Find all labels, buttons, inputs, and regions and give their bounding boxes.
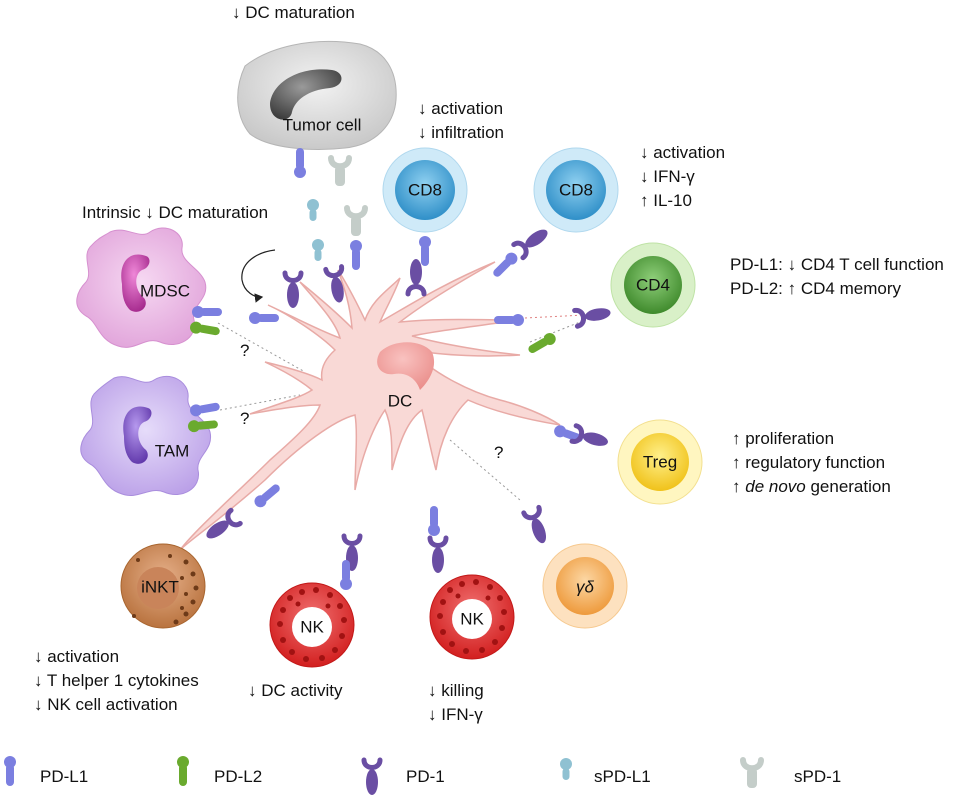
nk-cell-1: NK — [269, 582, 355, 668]
dc-pd-l1-cd4 — [494, 314, 524, 326]
dotted-links — [217, 314, 586, 501]
unknown-gd: ? — [494, 443, 503, 462]
legend-item-pd-l1: PD-L1 — [4, 756, 88, 786]
autocrine-arrow — [241, 249, 276, 303]
cd4-label: CD4 — [636, 275, 670, 294]
cd8-cell-1: CD8 — [382, 147, 468, 233]
mdsc-pd-l2 — [189, 320, 221, 338]
legend-label-pd-l2: PD-L2 — [214, 767, 262, 786]
treg-note-1: ↑ proliferation — [732, 429, 834, 448]
inkt-granules — [132, 554, 199, 625]
cd8-label-2: CD8 — [559, 180, 593, 199]
legend-item-pd-1: PD-1 — [364, 760, 445, 795]
tumor-cell: Tumor cell — [237, 41, 397, 150]
tam-label: TAM — [155, 441, 190, 460]
cd8-cell-2: CD8 — [533, 147, 619, 233]
inkt-label: iNKT — [141, 577, 179, 596]
cd8-2-pd-1 — [514, 225, 552, 258]
cd4-note-1: PD-L1: ↓ CD4 T cell function — [730, 255, 944, 274]
cd8-1-pd-l1 — [419, 236, 431, 266]
soluble-pd-l1 — [307, 199, 319, 221]
cd8-1-note-1: ↓ activation — [418, 99, 503, 118]
cd8-2-note-1: ↓ activation — [640, 143, 725, 162]
nk-2-note-1: ↓ killing — [428, 681, 484, 700]
dc-pd-l1-top — [350, 240, 362, 270]
dc-nucleus — [377, 342, 435, 390]
cd8-1-note-2: ↓ infiltration — [418, 123, 504, 142]
cd8-2-note-2: ↓ IFN-γ — [640, 167, 695, 186]
tumor-label: Tumor cell — [283, 115, 362, 134]
spd-l1-icon — [560, 758, 572, 780]
pd-l1-icon — [4, 756, 16, 786]
dc-pd-l2-cd4 — [525, 330, 558, 357]
dc-pd-1-3 — [408, 259, 424, 294]
unknown-mdsc: ? — [240, 341, 249, 360]
dc-label: DC — [388, 391, 413, 410]
legend: PD-L1 PD-L2 PD-1 sPD-L1 sPD-1 — [4, 756, 841, 795]
nk-2-pd-1 — [430, 538, 446, 573]
nk-granules-2 — [437, 579, 507, 654]
tumor-pd-l1 — [294, 148, 306, 178]
tam-cell: TAM — [80, 375, 212, 496]
tam-pd-l1 — [189, 400, 221, 418]
inkt-note-1: ↓ activation — [34, 647, 119, 666]
inkt-note-3: ↓ NK cell activation — [34, 695, 178, 714]
pd-l2-icon — [177, 756, 189, 786]
soluble-pd-l1-2 — [312, 239, 324, 261]
mdsc-cell: MDSC — [76, 227, 207, 348]
dc-pd-l1-cd8-2 — [490, 250, 520, 280]
gamma-delta-cell: γδ — [542, 543, 628, 629]
inkt-cell: iNKT — [120, 543, 206, 629]
spd-1-icon — [743, 760, 761, 788]
mdsc-note: Intrinsic ↓ DC maturation — [82, 203, 268, 222]
treg-note-2: ↑ regulatory function — [732, 453, 885, 472]
mdsc-label: MDSC — [140, 281, 190, 300]
inkt-note-2: ↓ T helper 1 cytokines — [34, 671, 199, 690]
dc-pd-l1-nk-2 — [428, 506, 440, 536]
treg-pd-1 — [572, 426, 610, 451]
legend-item-spd-1: sPD-1 — [743, 760, 841, 788]
nk-granules-1 — [277, 587, 347, 662]
treg-label: Treg — [643, 452, 677, 471]
legend-item-spd-l1: sPD-L1 — [560, 758, 651, 786]
dc-pd-l1-left — [249, 312, 279, 324]
legend-item-pd-l2: PD-L2 — [177, 756, 262, 786]
legend-label-pd-l1: PD-L1 — [40, 767, 88, 786]
treg-cell: Treg — [617, 419, 703, 505]
soluble-pd-1-top — [331, 158, 349, 186]
mdsc-pd-l1 — [192, 306, 222, 318]
pd-1-icon — [364, 760, 380, 795]
nk-label-2: NK — [460, 609, 484, 628]
cd8-label-1: CD8 — [408, 180, 442, 199]
treg-note-3: ↑ de novo generation — [732, 477, 891, 496]
dc-cell-body — [179, 261, 561, 551]
nk-2-note-2: ↓ IFN-γ — [428, 705, 483, 724]
legend-label-pd-1: PD-1 — [406, 767, 445, 786]
cd8-2-note-3: ↑ IL-10 — [640, 191, 692, 210]
cd4-note-2: PD-L2: ↑ CD4 memory — [730, 279, 901, 298]
nk-1-note: ↓ DC activity — [248, 681, 343, 700]
cd4-cell: CD4 — [610, 242, 696, 328]
tumor-note: ↓ DC maturation — [232, 3, 355, 22]
legend-label-spd-l1: sPD-L1 — [594, 767, 651, 786]
soluble-pd-1 — [347, 208, 365, 236]
nk-cell-2: NK — [429, 574, 515, 660]
legend-label-spd-1: sPD-1 — [794, 767, 841, 786]
dc-pd-1-1 — [285, 273, 301, 308]
unknown-tam: ? — [240, 409, 249, 428]
nk-label-1: NK — [300, 617, 324, 636]
gd-pd-1 — [524, 507, 551, 545]
gamma-delta-label: γδ — [576, 577, 595, 596]
